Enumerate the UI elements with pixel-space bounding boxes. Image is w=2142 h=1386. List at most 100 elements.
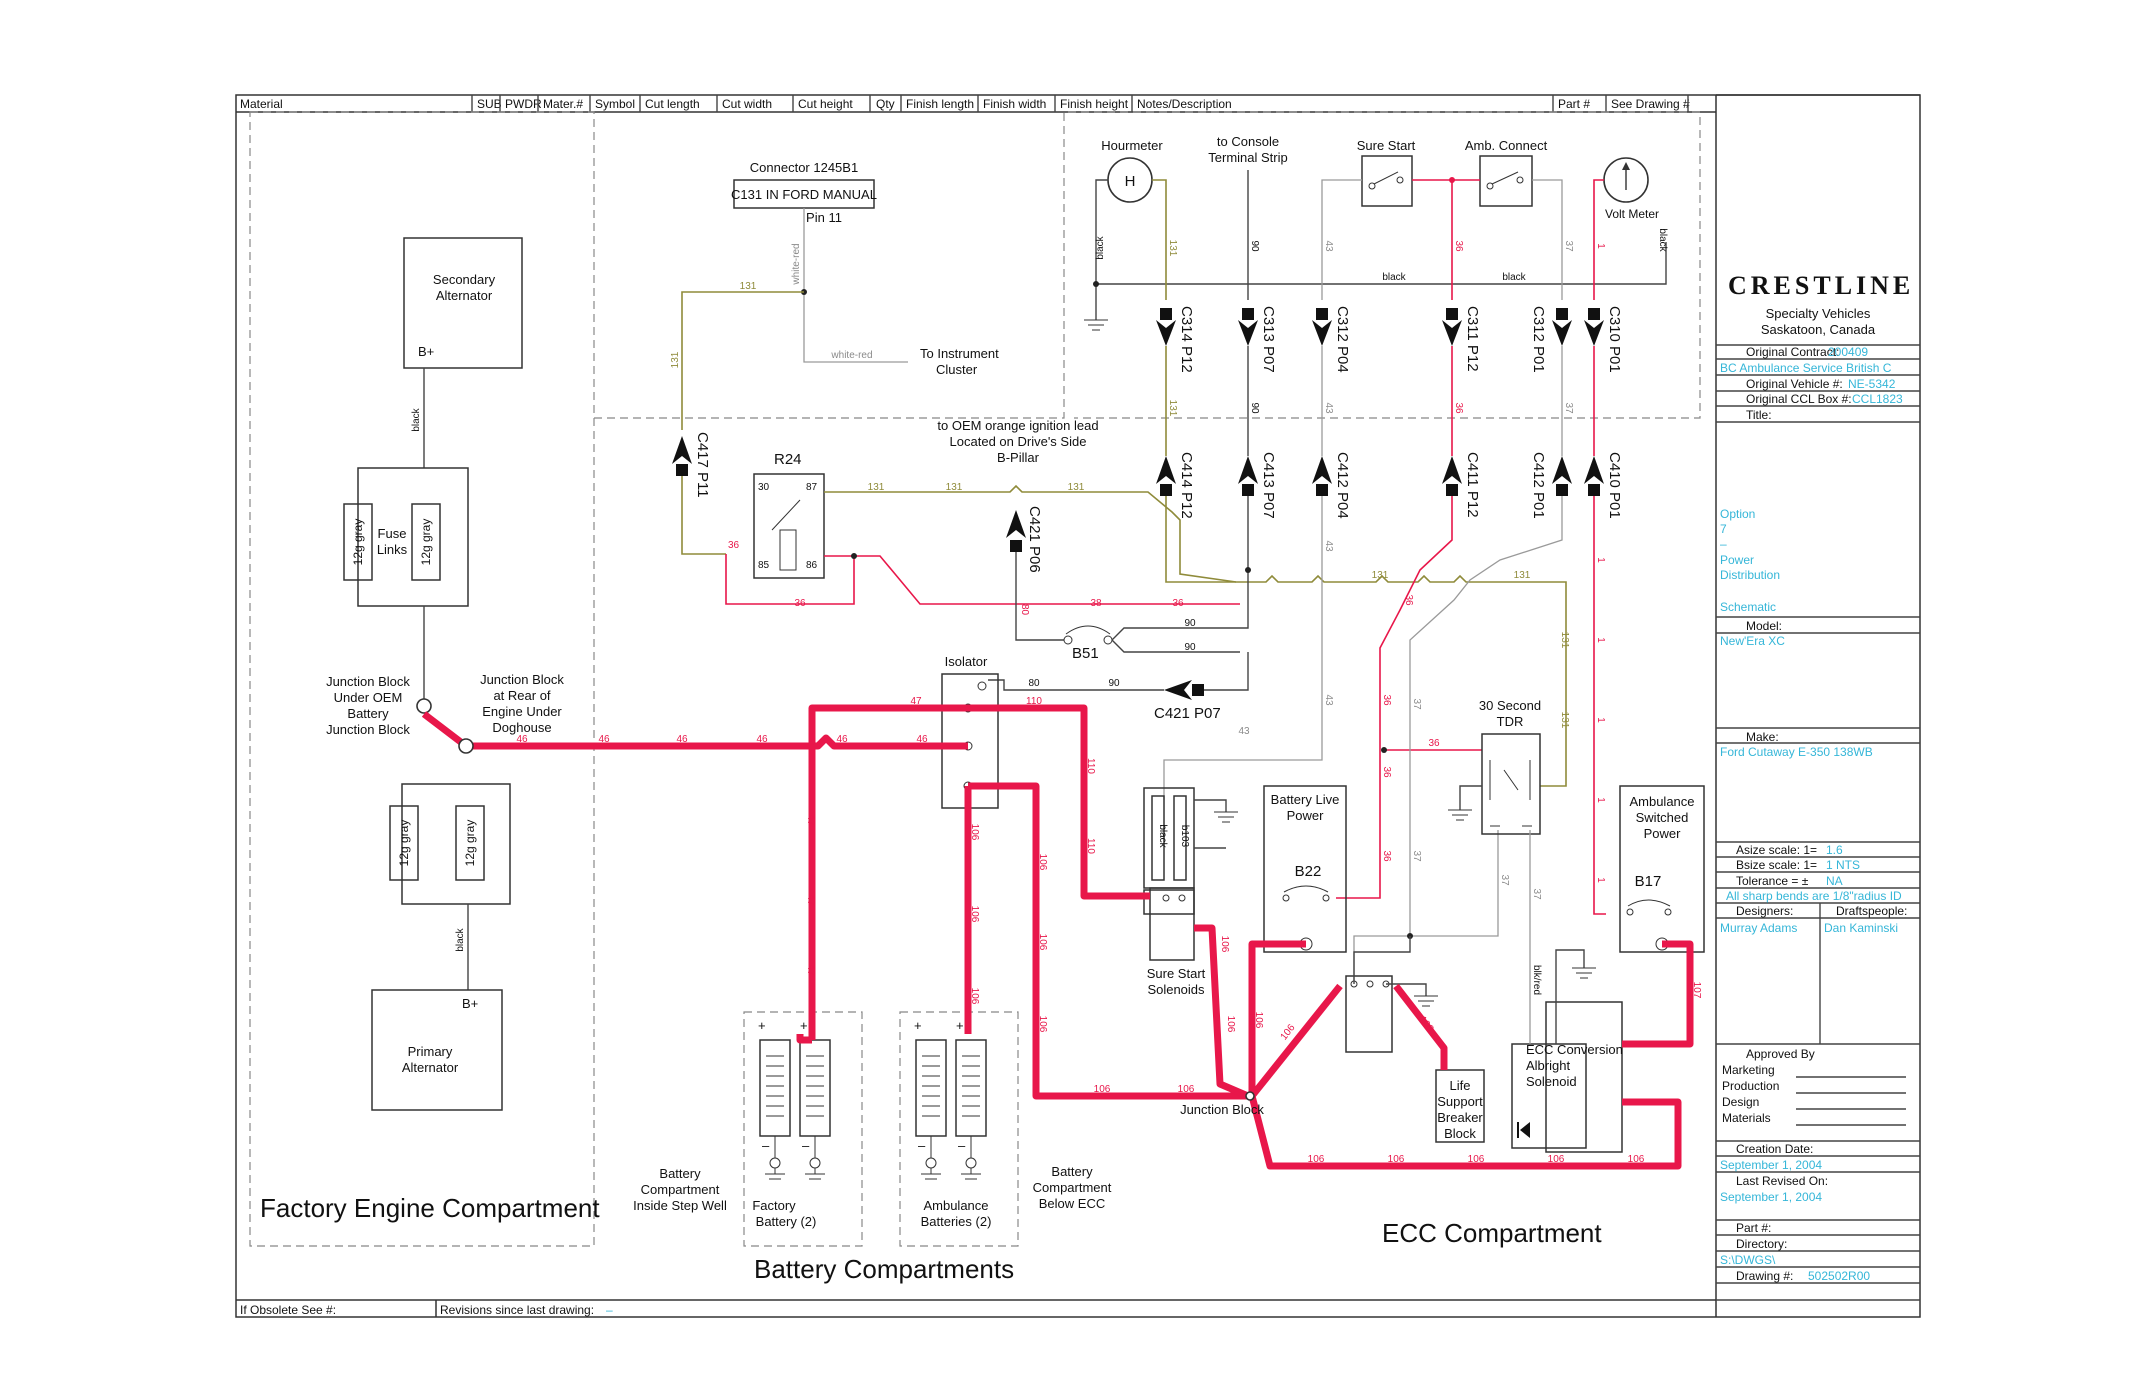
battery-step-label: Battery Compartment Inside Step Well <box>633 1166 727 1213</box>
svg-text:47: 47 <box>805 814 816 826</box>
title-line-5: Distribution <box>1720 568 1780 582</box>
svg-text:Located on Drive's Side: Located on Drive's Side <box>950 434 1087 449</box>
drafts-value: Dan Kaminski <box>1824 921 1898 935</box>
svg-text:Compartment: Compartment <box>641 1182 720 1197</box>
svg-text:46: 46 <box>756 734 768 745</box>
svg-text:Engine Under: Engine Under <box>482 704 562 719</box>
hdr-cut-length: Cut length <box>645 97 700 111</box>
svg-text:C410 P01: C410 P01 <box>1606 452 1623 519</box>
svg-text:110: 110 <box>1085 838 1096 854</box>
c410-connector: C410 P01 <box>1584 452 1623 519</box>
svg-text:Block: Block <box>1444 1126 1476 1141</box>
svg-text:12g gray: 12g gray <box>419 519 433 566</box>
svg-text:106: 106 <box>1178 1084 1195 1095</box>
vehicle-value: NE-5342 <box>1848 377 1896 391</box>
svg-text:43: 43 <box>1323 402 1334 414</box>
hdr-notes: Notes/Description <box>1137 97 1232 111</box>
tolerance-value: NA <box>1826 874 1843 888</box>
svg-text:Breaker: Breaker <box>1437 1110 1483 1125</box>
tagline-1: Specialty Vehicles <box>1766 306 1871 321</box>
svg-text:black: black <box>1657 228 1668 252</box>
svg-text:black: black <box>411 407 422 431</box>
contract-label: Original Contract: <box>1746 345 1839 359</box>
c421-p07-connector: C421 P07 <box>1154 680 1221 722</box>
svg-text:Alternator: Alternator <box>436 288 493 303</box>
svg-text:Primary: Primary <box>408 1044 453 1059</box>
svg-text:C421 P06: C421 P06 <box>1026 506 1043 573</box>
ecc-compartment-outline <box>594 111 1701 419</box>
approval-production: Production <box>1722 1079 1779 1093</box>
svg-text:+: + <box>800 1018 808 1033</box>
svg-text:C413 P07: C413 P07 <box>1260 452 1277 519</box>
hdr-cut-width: Cut width <box>722 97 772 111</box>
secondary-alternator: Secondary Alternator B+ <box>403 237 523 369</box>
make-value: Ford Cutaway E-350 138WB <box>1720 745 1873 759</box>
svg-text:106: 106 <box>1388 1154 1405 1165</box>
svg-text:Battery (2): Battery (2) <box>756 1214 817 1229</box>
svg-text:47: 47 <box>805 964 816 976</box>
directory-label: Directory: <box>1736 1237 1787 1251</box>
hourmeter: Hourmeter H <box>1101 138 1163 203</box>
revised-value: September 1, 2004 <box>1720 1190 1822 1204</box>
primary-alternator: B+ Primary Alternator <box>371 989 503 1111</box>
svg-text:131: 131 <box>1167 400 1178 417</box>
svg-text:Junction Block: Junction Block <box>326 674 410 689</box>
fuse-links-lower: 12g gray 12g gray <box>389 783 511 905</box>
svg-text:Pin 11: Pin 11 <box>806 210 842 225</box>
svg-text:black: black <box>1157 824 1168 848</box>
svg-text:C313 P07: C313 P07 <box>1260 306 1277 373</box>
svg-text:C312 P01: C312 P01 <box>1530 306 1547 373</box>
contract-value: 200409 <box>1828 345 1868 359</box>
svg-text:131: 131 <box>1514 570 1531 581</box>
svg-text:36: 36 <box>1453 240 1464 252</box>
svg-text:Under OEM: Under OEM <box>334 690 403 705</box>
svg-text:white-red: white-red <box>830 350 872 361</box>
svg-text:C412 P04: C412 P04 <box>1334 452 1351 519</box>
tolerance-label: Tolerance = ± <box>1736 874 1809 888</box>
svg-text:106: 106 <box>1548 1154 1565 1165</box>
area-battery: Battery Compartments <box>754 1254 1014 1284</box>
svg-text:46: 46 <box>836 734 848 745</box>
svg-text:Isolator: Isolator <box>945 654 988 669</box>
sure-start-solenoids: black b103 Sure Start Solenoids <box>1143 787 1206 997</box>
mid-connector-row: C414 P12 C413 P07 C412 P04 C411 P12 C412… <box>1156 452 1623 519</box>
power-wire-labels: 46 46 46 46 46 46 47 47 47 47 110 110 11… <box>516 696 1702 1165</box>
svg-text:43: 43 <box>1323 240 1334 252</box>
svg-text:47: 47 <box>910 696 922 707</box>
title-label: Title: <box>1746 408 1772 422</box>
svg-text:Solenoids: Solenoids <box>1147 982 1205 997</box>
svg-text:Volt Meter: Volt Meter <box>1605 207 1659 221</box>
svg-text:36: 36 <box>1403 594 1414 606</box>
svg-text:106: 106 <box>1094 1084 1111 1095</box>
svg-text:12g gray: 12g gray <box>463 820 477 867</box>
svg-text:C421 P07: C421 P07 <box>1154 705 1221 722</box>
svg-text:Batteries (2): Batteries (2) <box>921 1214 992 1229</box>
svg-text:107: 107 <box>1691 982 1702 999</box>
asize-value: 1.6 <box>1826 843 1843 857</box>
svg-text:B+: B+ <box>462 996 478 1011</box>
hdr-mater: Mater.# <box>543 97 583 111</box>
svg-text:Alternator: Alternator <box>402 1060 459 1075</box>
relay-r24: R24 30 87 85 86 <box>753 451 825 579</box>
svg-text:106: 106 <box>1628 1154 1645 1165</box>
svg-text:106: 106 <box>1308 1154 1325 1165</box>
svg-text:131: 131 <box>1372 570 1389 581</box>
svg-text:B51: B51 <box>1072 645 1099 662</box>
footer-revisions-value: – <box>606 1303 613 1317</box>
svg-text:80: 80 <box>1019 604 1030 616</box>
hdr-qty: Qty <box>876 97 895 111</box>
c313-connector: C313 P07 <box>1238 306 1277 373</box>
svg-text:Hourmeter: Hourmeter <box>1101 138 1163 153</box>
ambulance-switched-power-b17: Ambulance Switched Power B17 <box>1619 785 1705 953</box>
oem-lead-label: to OEM orange ignition lead Located on D… <box>937 418 1098 465</box>
svg-text:131: 131 <box>1068 482 1085 493</box>
svg-text:b103: b103 <box>1179 825 1190 848</box>
svg-text:90: 90 <box>1249 402 1260 414</box>
svg-text:1: 1 <box>1595 717 1606 723</box>
svg-text:Below ECC: Below ECC <box>1039 1196 1105 1211</box>
ccl-label: Original CCL Box #: <box>1746 392 1852 406</box>
area-factory: Factory Engine Compartment <box>260 1193 600 1223</box>
svg-text:37: 37 <box>1563 402 1574 414</box>
svg-text:46: 46 <box>516 734 528 745</box>
svg-text:36: 36 <box>794 598 806 609</box>
